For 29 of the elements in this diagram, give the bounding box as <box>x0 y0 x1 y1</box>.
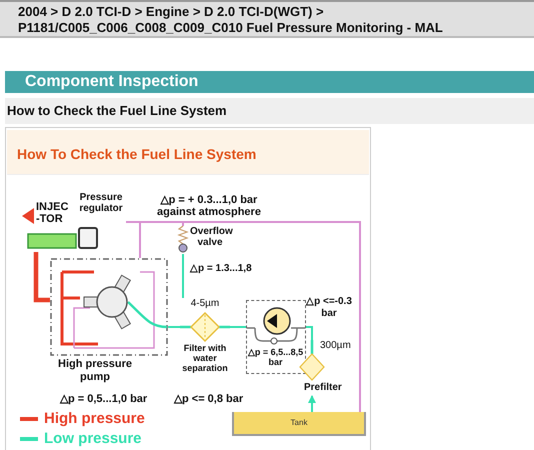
pipe-line <box>34 252 50 302</box>
pressure-label: △p <= 0,8 bar <box>174 392 244 405</box>
component <box>246 300 306 374</box>
legend-label: High pressure <box>44 410 145 427</box>
pipe-line <box>230 326 246 328</box>
component <box>22 200 76 252</box>
component-label: △p = 6,5...8,5 bar <box>247 347 304 367</box>
pipe-line <box>182 254 184 298</box>
pipe-line <box>168 326 180 328</box>
flow-arrow <box>308 395 316 412</box>
tank: Tank <box>232 412 366 436</box>
pressure-label: △p = 1.3...1,8 <box>190 262 252 274</box>
component-label: INJEC -TOR <box>36 201 70 225</box>
pressure-label: △p <=-0.3 bar <box>304 296 353 320</box>
pressure-label: △p = 0,5...1,0 bar <box>60 392 148 405</box>
legend-label: Low pressure <box>44 430 142 447</box>
component-label: High pressure pump <box>57 358 133 384</box>
section-subheading: How to Check the Fuel Line System <box>5 98 534 124</box>
filter-rating: 300µm <box>320 340 351 351</box>
breadcrumb: 2004 > D 2.0 TCI-D > Engine > D 2.0 TCI-D(WGT) > P1181/C005_C006_C008_C009_C010 Fuel Pressure Monitoring - MAL <box>0 0 534 38</box>
component-label: Pressure regulator <box>78 192 124 214</box>
component-label: Prefilter <box>304 382 342 393</box>
filter-rating: 4-5µm <box>190 298 220 309</box>
component-label: Filter with water separation <box>181 343 229 373</box>
card-title: How To Check the Fuel Line System <box>7 130 369 175</box>
section-header: Component Inspection <box>5 71 534 93</box>
pipe-line <box>306 326 313 340</box>
pressure-label: △p = + 0.3...1,0 bar against atmosphere <box>156 194 262 218</box>
component <box>180 298 230 374</box>
